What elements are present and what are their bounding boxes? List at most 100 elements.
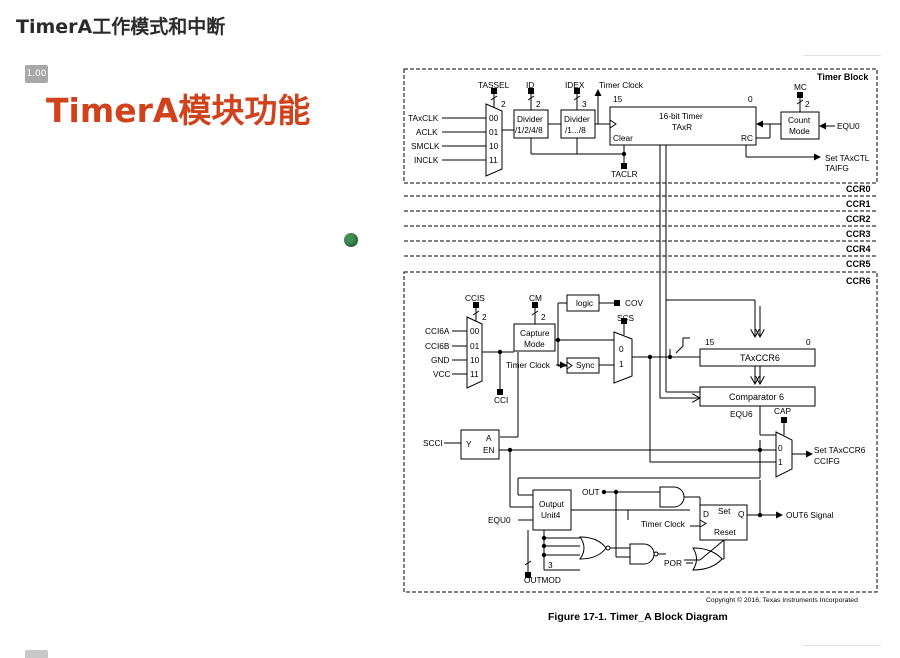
clock-input-0: TAxCLK <box>408 113 439 123</box>
ccr6-label: CCR6 <box>846 276 871 286</box>
equ6-label: EQU6 <box>730 409 753 419</box>
cap-label: CAP <box>774 406 792 416</box>
output-unit-line1: Output <box>539 499 565 509</box>
copyright-text: Copyright © 2016, Texas Instruments Inco… <box>706 596 858 604</box>
counter-line1: 16-bit Timer <box>659 111 703 121</box>
scs-label: SCS <box>617 313 635 323</box>
capture-mode-line2: Mode <box>524 339 545 349</box>
taxccr-bit15: 15 <box>705 337 715 347</box>
cci-input-0: CCI6A <box>425 326 450 336</box>
cm-label: CM <box>529 293 542 303</box>
latch-y: Y <box>466 439 472 449</box>
cci-code-1: 01 <box>470 341 480 351</box>
capture-mode-line1: Capture <box>520 328 550 338</box>
output-unit-line2: Unit4 <box>541 510 561 520</box>
zoom-badge: 1.00 <box>25 65 48 83</box>
idex-label: IDEX <box>565 80 585 90</box>
set-taifg-line1: Set TAxCTL <box>825 153 870 163</box>
scs-mux-0: 0 <box>619 344 624 354</box>
and-gate-top <box>659 486 685 508</box>
ccr3-label: CCR3 <box>846 229 871 239</box>
ccr5-label: CCR5 <box>846 259 871 269</box>
cci-input-1: CCI6B <box>425 341 450 351</box>
divider2-line2: /1.../8 <box>565 125 586 135</box>
clock-code-2: 10 <box>489 141 499 151</box>
equ0-ccr6-label: EQU0 <box>488 515 511 525</box>
page-title: TimerA工作模式和中断 <box>16 16 226 38</box>
clock-code-3: 11 <box>489 155 498 165</box>
mc-label: MC <box>794 82 807 92</box>
ccr4-label: CCR4 <box>846 244 871 254</box>
latch-en: EN <box>483 445 495 455</box>
scs-mux <box>613 331 633 384</box>
top-divider <box>803 55 881 56</box>
nor-gate <box>692 547 723 571</box>
ccr2-label: CCR2 <box>846 214 871 224</box>
scci-label: SCCI <box>423 438 443 448</box>
scs-mux-1: 1 <box>619 359 624 369</box>
set-ccifg-line1: Set TAxCCR6 <box>814 445 866 455</box>
ff-timer-clock: Timer Clock <box>641 519 686 529</box>
set-ccifg-line2: CCIFG <box>814 456 840 466</box>
counter-bit0: 0 <box>748 94 753 104</box>
count-mode-line2: Mode <box>789 126 810 136</box>
out-label: OUT <box>582 487 600 497</box>
ff-reset: Reset <box>714 527 736 537</box>
cap-mux-0: 0 <box>778 443 783 453</box>
comparator-label: Comparator 6 <box>729 392 784 402</box>
counter-bit15: 15 <box>613 94 623 104</box>
cci-code-2: 10 <box>470 355 480 365</box>
clock-code-0: 00 <box>489 113 499 123</box>
cm-bits: 2 <box>541 312 546 322</box>
timer-block-frame <box>403 68 878 184</box>
ccis-label: CCIS <box>465 293 485 303</box>
cap-mux <box>775 431 793 478</box>
divider2-line1: Divider <box>564 114 590 124</box>
ccr0-label: CCR0 <box>846 184 871 194</box>
cci-label: CCI <box>494 395 508 405</box>
rc-label: RC <box>741 133 753 143</box>
divider1-line2: /1/2/4/8 <box>515 125 543 135</box>
sync-label: Sync <box>576 360 594 370</box>
cov-label: COV <box>625 298 643 308</box>
slide-title: TimerA模块功能 <box>46 91 311 130</box>
outmod-label: OUTMOD <box>524 575 561 585</box>
or-gate <box>579 536 607 560</box>
cci-input-2: GND <box>431 355 449 365</box>
clock-input-1: ACLK <box>416 127 438 137</box>
latch-a: A <box>486 433 492 443</box>
ccr1-label: CCR1 <box>846 199 871 209</box>
ff-set: Set <box>718 506 731 516</box>
next-slide-badge <box>25 650 48 658</box>
ff-d: D <box>703 509 709 519</box>
out6-signal-label: OUT6 Signal <box>786 510 834 520</box>
divider1-line1: Divider <box>517 114 543 124</box>
taclr-label: TACLR <box>611 169 638 179</box>
taxccr-bit0: 0 <box>806 337 811 347</box>
tassel-bits: 2 <box>501 99 506 109</box>
taxccr6-label: TAxCCR6 <box>740 353 780 363</box>
id-bits: 2 <box>536 99 541 109</box>
comparator-6 <box>699 386 816 407</box>
counter-line2: TAxR <box>672 122 692 132</box>
mc-bits: 2 <box>805 99 810 109</box>
tassel-label: TASSEL <box>478 80 510 90</box>
logic-label: logic <box>576 298 593 308</box>
cci-code-3: 11 <box>470 369 479 379</box>
ccr6-frame <box>403 271 878 593</box>
count-mode-line1: Count <box>788 115 811 125</box>
cci-code-0: 00 <box>470 326 480 336</box>
taxccr6-register <box>699 348 816 367</box>
clock-code-1: 01 <box>489 127 499 137</box>
clear-label: Clear <box>613 133 633 143</box>
clock-input-2: SMCLK <box>411 141 440 151</box>
outmod-bits: 3 <box>548 560 553 570</box>
cursor-pointer-icon <box>344 233 358 247</box>
and-gate-bottom <box>629 543 655 565</box>
scci-latch <box>460 429 500 460</box>
por-label: POR <box>664 558 682 568</box>
ff-q: Q <box>738 509 745 519</box>
ccis-mux <box>466 316 483 389</box>
figure-caption: Figure 17-1. Timer_A Block Diagram <box>548 611 728 623</box>
